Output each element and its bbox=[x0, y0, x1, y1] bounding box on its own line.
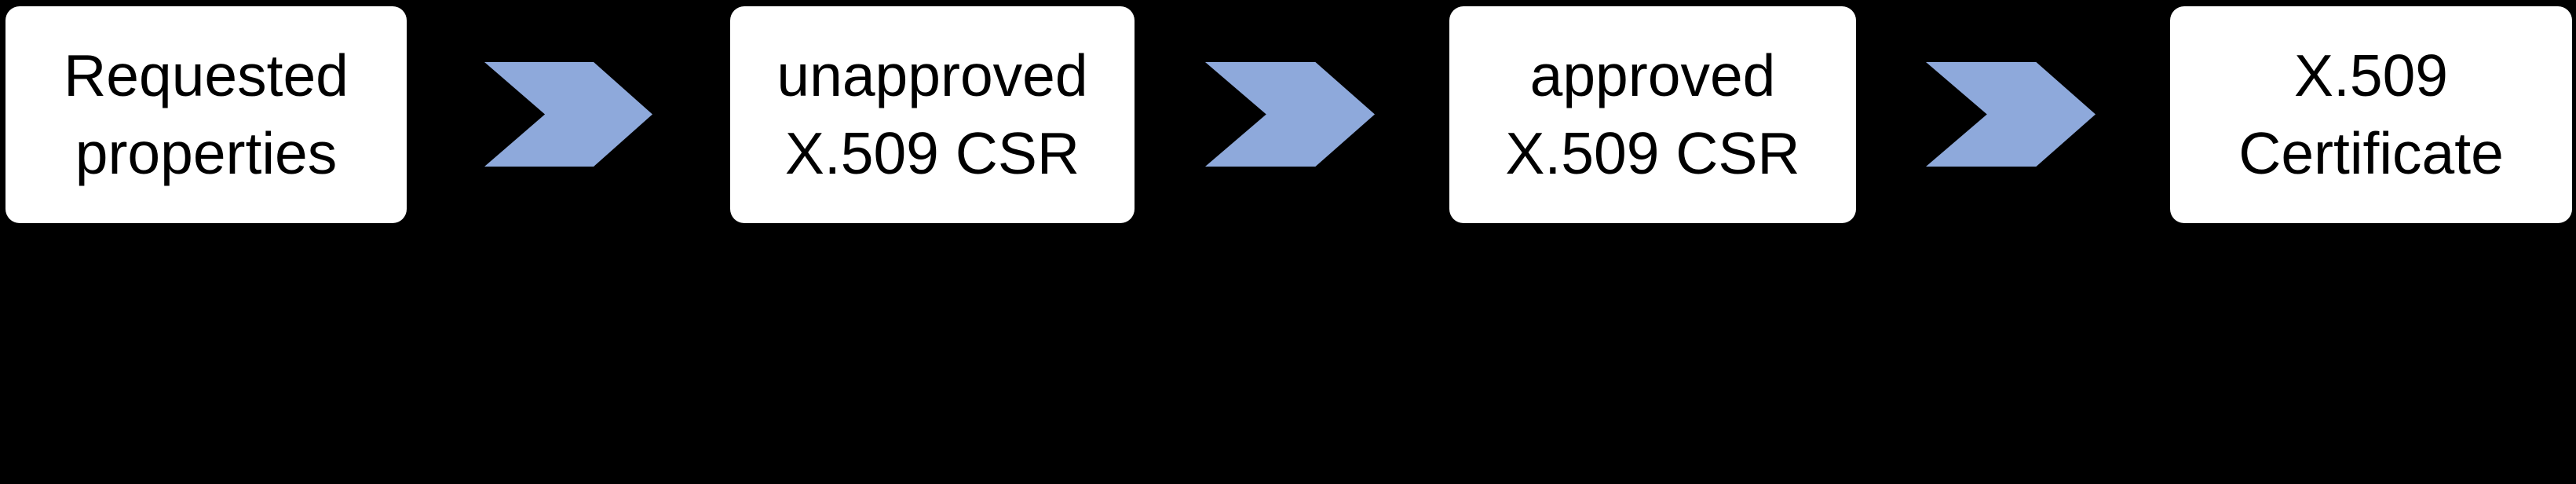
node-label-line: X.509 CSR bbox=[784, 120, 1080, 186]
chevron-right-icon bbox=[484, 62, 652, 167]
node-label-line: X.509 CSR bbox=[1505, 120, 1800, 186]
node-label: unapproved X.509 CSR bbox=[776, 37, 1087, 192]
node-requested-properties: Requested properties bbox=[5, 6, 407, 223]
node-label-line: Certificate bbox=[2238, 120, 2504, 186]
chevron-right-icon bbox=[1205, 62, 1375, 167]
node-x509-certificate: X.509 Certificate bbox=[2170, 6, 2572, 223]
node-label: Requested properties bbox=[64, 37, 349, 192]
node-label: X.509 Certificate bbox=[2238, 37, 2504, 192]
chevron-right-icon bbox=[1926, 62, 2096, 167]
node-label-line: Requested bbox=[64, 42, 349, 108]
node-label: approved X.509 CSR bbox=[1505, 37, 1800, 192]
node-label-line: properties bbox=[75, 120, 338, 186]
node-label-line: X.509 bbox=[2294, 42, 2448, 108]
node-approved-x509-csr: approved X.509 CSR bbox=[1449, 6, 1856, 223]
node-label-line: approved bbox=[1529, 42, 1776, 108]
node-label-line: unapproved bbox=[776, 42, 1088, 108]
node-unapproved-x509-csr: unapproved X.509 CSR bbox=[730, 6, 1135, 223]
